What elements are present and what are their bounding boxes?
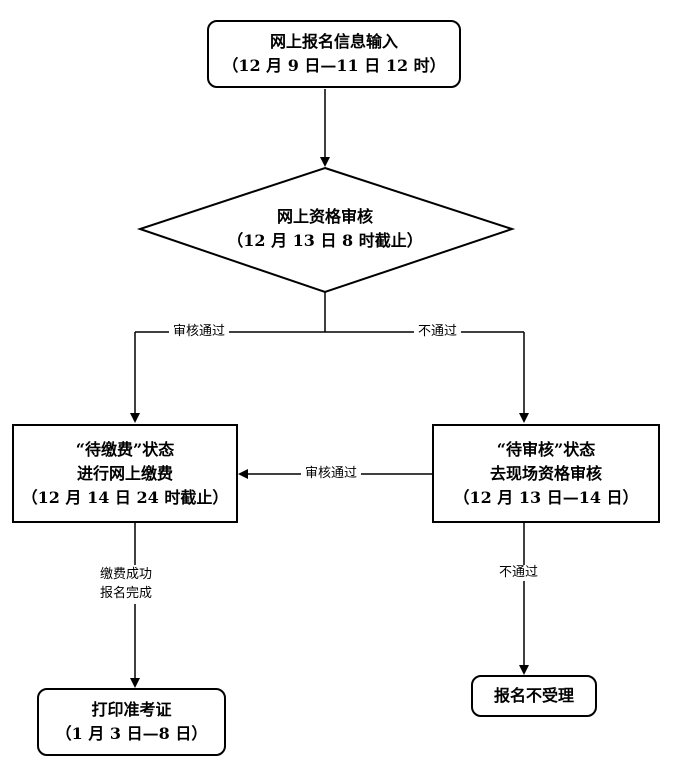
edge-label-pay-done: 缴费成功 报名完成 — [96, 565, 157, 604]
node-rejected: 报名不受理 — [471, 675, 597, 717]
node-pending-pay-date: （12 月 14 日 24 时截止） — [21, 487, 229, 507]
node-start-title: 网上报名信息输入 — [269, 32, 398, 51]
node-pending-review: “待审核”状态 去现场资格审核 （12 月 13 日—14 日） — [432, 424, 660, 523]
node-pending-pay-action: 进行网上缴费 — [76, 463, 173, 483]
edge-label-onsite-fail: 不通过 — [495, 565, 543, 581]
node-pending-review-status: “待审核”状态 — [496, 439, 596, 459]
node-start-date: （12 月 9 日—11 日 12 时） — [222, 56, 446, 75]
edge-label-pay-done-1: 缴费成功 — [100, 567, 153, 582]
edge-label-fail: 不通过 — [414, 324, 462, 340]
node-pending-pay: “待缴费”状态 进行网上缴费 （12 月 14 日 24 时截止） — [12, 424, 238, 523]
node-print-title: 打印准考证 — [91, 700, 172, 719]
edge-label-pass: 审核通过 — [169, 324, 230, 340]
node-rejected-title: 报名不受理 — [493, 686, 574, 705]
node-review: 网上资格审核 （12 月 13 日 8 时截止） — [200, 196, 450, 262]
node-start: 网上报名信息输入 （12 月 9 日—11 日 12 时） — [207, 20, 461, 88]
edge-label-pay-done-2: 报名完成 — [100, 586, 153, 601]
edge-label-onsite-pass: 审核通过 — [301, 466, 362, 482]
node-pending-review-date: （12 月 13 日—14 日） — [453, 487, 639, 507]
node-print-date: （1 月 3 日—8 日） — [55, 724, 208, 743]
node-print: 打印准考证 （1 月 3 日—8 日） — [37, 688, 226, 756]
node-pending-review-action: 去现场资格审核 — [489, 463, 602, 483]
node-review-date: （12 月 13 日 8 时截止） — [227, 231, 423, 250]
node-pending-pay-status: “待缴费”状态 — [75, 439, 175, 459]
node-review-title: 网上资格审核 — [276, 207, 373, 226]
